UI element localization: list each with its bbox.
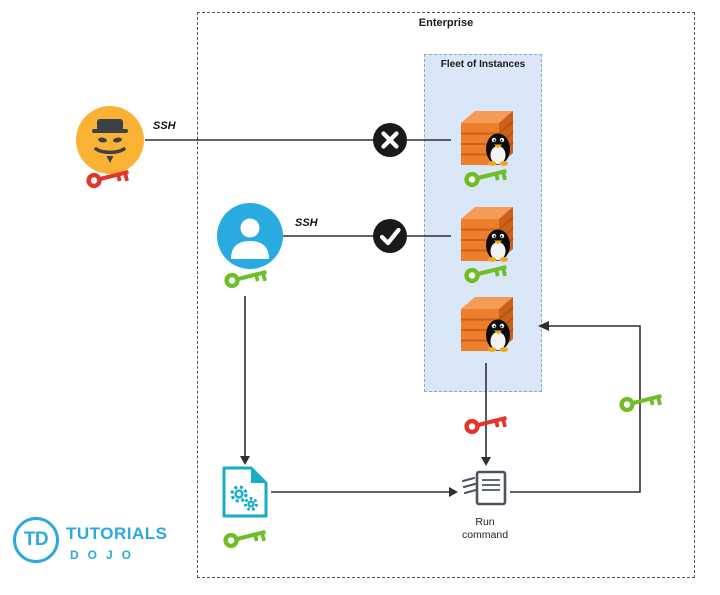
logo-title: TUTORIALS	[66, 524, 168, 543]
ssh-label-user: SSH	[295, 217, 318, 229]
fleet-label: Fleet of Instances	[440, 59, 526, 70]
logo-monogram: TD	[23, 529, 49, 550]
run-command-label: Run command	[461, 516, 509, 542]
authorized-user-icon	[217, 203, 283, 269]
gear-icon	[230, 485, 248, 503]
run-command-icon	[461, 470, 507, 506]
automation-document-icon	[222, 466, 268, 518]
allowed-check-badge	[373, 219, 407, 253]
anonymous-hacker-icon	[76, 106, 144, 174]
denied-x-badge	[373, 123, 407, 157]
ec2-linux-instance-icon-3	[451, 291, 521, 361]
logo-subtitle: DOJO	[70, 548, 141, 562]
gear-icon	[244, 497, 258, 511]
tutorials-dojo-logo: TD	[13, 517, 59, 563]
enterprise-boundary: Enterprise	[197, 12, 695, 578]
ssh-label-attacker: SSH	[153, 120, 176, 132]
enterprise-label: Enterprise	[418, 17, 474, 29]
